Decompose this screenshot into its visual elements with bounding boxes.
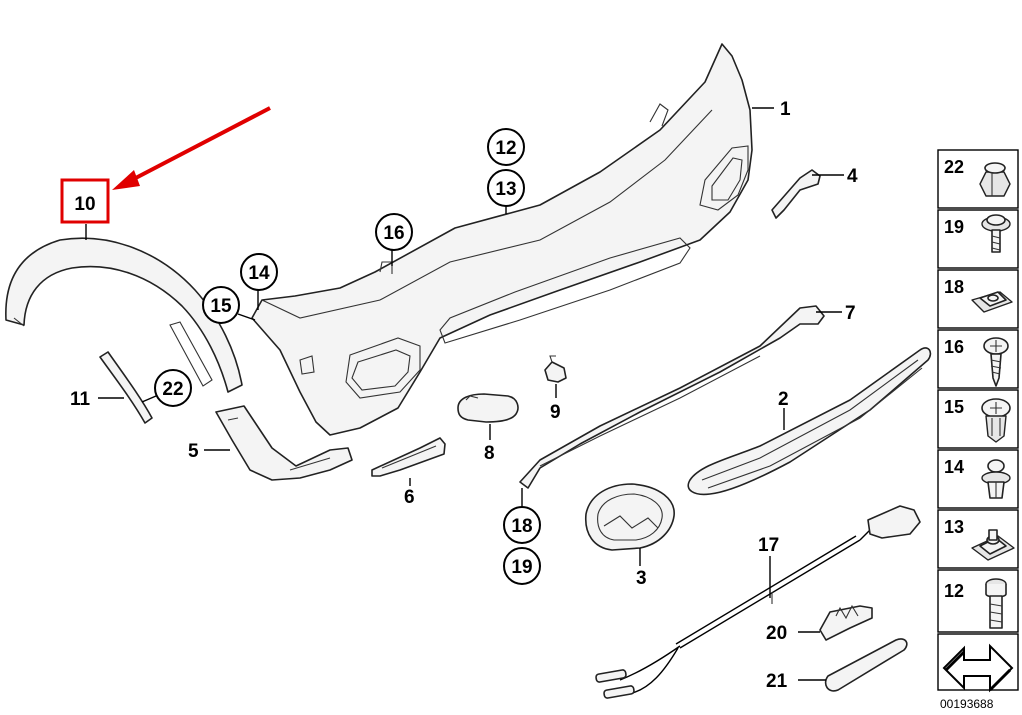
push-rivet-icon xyxy=(981,459,1011,499)
wiring-harness xyxy=(595,505,921,699)
callout-6: 6 xyxy=(404,487,415,508)
screw-icon xyxy=(981,214,1011,253)
callout-4: 4 xyxy=(847,166,858,187)
panel-label-15: 15 xyxy=(944,397,964,417)
callout-10-highlight: 10 xyxy=(60,178,110,224)
circled-callout-15: 15 xyxy=(202,286,240,324)
circled-callout-19: 19 xyxy=(503,547,541,585)
trim-strip xyxy=(99,351,153,424)
hex-nut-icon xyxy=(979,162,1011,197)
panel-label-18: 18 xyxy=(944,277,964,297)
small-bracket xyxy=(371,437,446,477)
fastener-panel: 22 19 18 16 15 14 13 12 xyxy=(937,149,1019,693)
callout-15: 15 xyxy=(210,296,232,317)
next-page-arrow-icon xyxy=(942,643,1014,693)
side-bracket xyxy=(771,169,821,219)
expansion-rivet-icon xyxy=(981,398,1011,443)
callout-12: 12 xyxy=(495,138,516,159)
circled-callout-12: 12 xyxy=(487,128,525,166)
callout-16: 16 xyxy=(383,223,404,244)
lower-support xyxy=(519,305,825,489)
callout-5: 5 xyxy=(188,441,199,462)
wheel-arch-trim xyxy=(5,237,243,393)
callout-19: 19 xyxy=(511,557,532,578)
tapping-screw-icon xyxy=(983,337,1009,387)
callout-11: 11 xyxy=(70,389,91,410)
circled-callout-14: 14 xyxy=(240,253,278,291)
bumper-trim-panel xyxy=(251,43,753,436)
clip-strip xyxy=(819,604,873,641)
sleeve xyxy=(824,638,908,692)
panel-label-19: 19 xyxy=(944,217,964,237)
circled-callout-18: 18 xyxy=(503,506,541,544)
bolt-icon xyxy=(985,578,1007,629)
panel-label-22: 22 xyxy=(944,157,964,177)
panel-label-12: 12 xyxy=(944,581,964,601)
highlight-arrow-icon xyxy=(112,106,271,190)
callout-17: 17 xyxy=(758,535,779,556)
panel-label-14: 14 xyxy=(944,457,964,477)
grille-insert xyxy=(585,483,675,551)
cage-nut-icon xyxy=(971,529,1015,561)
callout-9: 9 xyxy=(550,402,561,423)
callout-10: 10 xyxy=(74,194,95,215)
callout-1: 1 xyxy=(780,99,791,120)
circled-callout-22: 22 xyxy=(154,369,192,407)
lower-corner-trim xyxy=(215,405,353,481)
callout-18: 18 xyxy=(511,516,532,537)
diffuser-insert xyxy=(687,347,932,496)
diagram-id: 00193688 xyxy=(940,697,994,711)
callout-3: 3 xyxy=(636,568,647,589)
callout-13: 13 xyxy=(495,179,516,200)
callout-8: 8 xyxy=(484,443,495,464)
callout-22: 22 xyxy=(162,379,183,400)
reflector xyxy=(457,393,519,423)
panel-label-16: 16 xyxy=(944,337,964,357)
leader-lines xyxy=(85,107,844,681)
callout-14: 14 xyxy=(248,263,270,284)
circled-callout-16: 16 xyxy=(375,213,413,251)
clip-nut-icon xyxy=(971,291,1013,313)
circled-callout-13: 13 xyxy=(487,169,525,207)
callout-20: 20 xyxy=(766,623,787,644)
callout-2: 2 xyxy=(778,389,789,410)
panel-label-13: 13 xyxy=(944,517,964,537)
callout-7: 7 xyxy=(845,303,856,324)
callout-21: 21 xyxy=(766,671,788,692)
clip xyxy=(544,355,567,383)
